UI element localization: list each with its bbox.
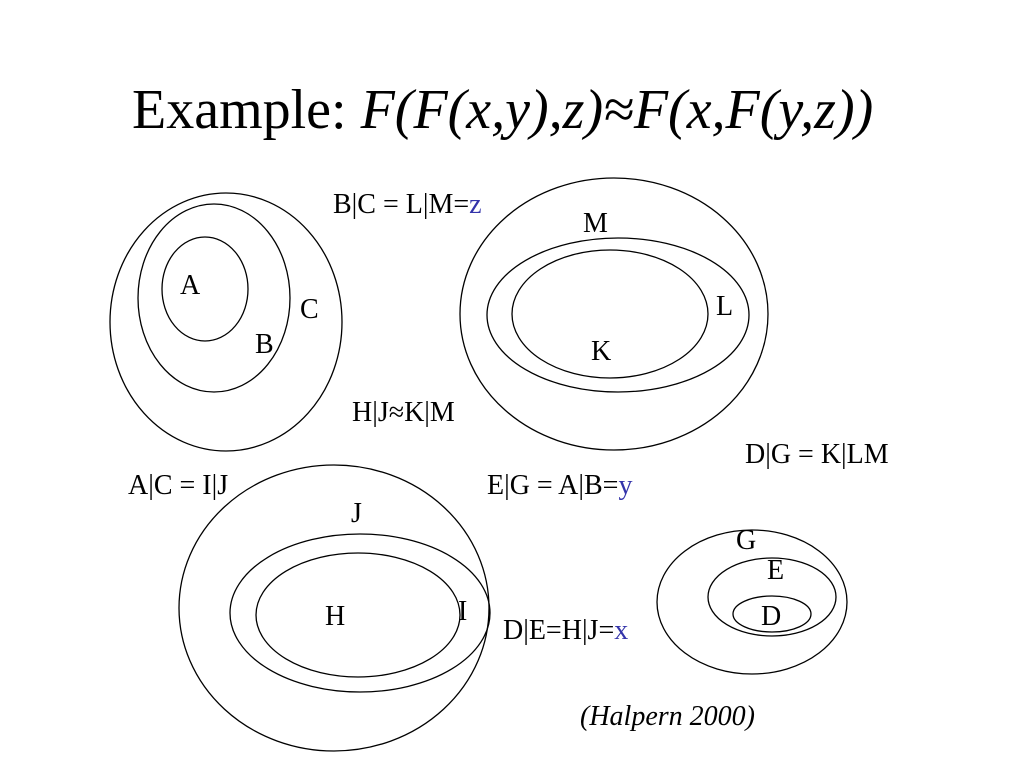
set-A-ellipse bbox=[161, 236, 249, 342]
set-G-ellipse bbox=[656, 529, 848, 675]
set-M-ellipse bbox=[459, 177, 769, 451]
citation: (Halpern 2000) bbox=[580, 701, 755, 732]
equation-de-hj: D|E=H|J=x bbox=[503, 617, 628, 645]
set-label-A: A bbox=[180, 270, 201, 301]
set-J-ellipse bbox=[178, 464, 490, 752]
set-I-ellipse bbox=[229, 533, 491, 693]
set-label-C: C bbox=[300, 294, 319, 325]
equation-eg-ab-text: E|G = A|B= bbox=[487, 470, 619, 501]
set-L-ellipse bbox=[486, 237, 750, 393]
set-label-E: E bbox=[767, 555, 785, 586]
equation-bc-lm: B|C = L|M=z bbox=[333, 191, 482, 219]
title-formula: F(F(x,y),z)≈F(x,F(y,z)) bbox=[360, 79, 874, 141]
set-label-D: D bbox=[761, 601, 782, 632]
set-label-G: G bbox=[736, 525, 757, 556]
set-B-ellipse bbox=[137, 203, 291, 393]
set-E-ellipse bbox=[707, 557, 837, 637]
equation-hj-km: H|J≈K|M bbox=[352, 397, 455, 428]
equation-bc-lm-text: B|C = L|M= bbox=[333, 189, 470, 220]
equation-ac-ij: A|C = I|J bbox=[128, 470, 229, 501]
slide-title: Example: F(F(x,y),z)≈F(x,F(y,z)) bbox=[132, 82, 873, 138]
set-label-H: H bbox=[325, 601, 346, 632]
set-label-J: J bbox=[351, 498, 362, 529]
equation-eg-ab: E|G = A|B=y bbox=[487, 472, 632, 500]
title-prefix: Example: bbox=[132, 79, 361, 141]
set-label-B: B bbox=[255, 329, 274, 360]
set-label-K: K bbox=[591, 336, 612, 367]
set-K-ellipse bbox=[511, 249, 709, 379]
set-H-ellipse bbox=[255, 552, 461, 678]
set-label-M: M bbox=[583, 208, 608, 239]
equation-dg-klm: D|G = K|LM bbox=[745, 439, 889, 470]
variable-x: x bbox=[614, 615, 629, 646]
variable-z: z bbox=[469, 189, 482, 220]
set-label-L: L bbox=[716, 291, 734, 322]
variable-y: y bbox=[618, 470, 633, 501]
set-C-ellipse bbox=[109, 192, 343, 452]
equation-de-hj-text: D|E=H|J= bbox=[503, 615, 615, 646]
set-label-I: I bbox=[458, 596, 468, 627]
set-D-ellipse bbox=[732, 595, 812, 633]
